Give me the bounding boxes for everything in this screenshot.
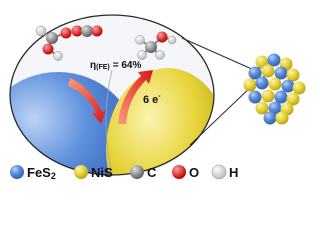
nis-particle — [261, 89, 275, 103]
interface-line — [105, 69, 113, 175]
zoom-circle — [9, 14, 215, 176]
hydrogen-atom — [167, 35, 177, 45]
nis-particle — [255, 101, 269, 115]
fes2-particle — [274, 66, 288, 80]
oxygen-atom — [156, 31, 168, 43]
co2-molecule — [71, 25, 103, 37]
oxygen-legend-swatch — [172, 165, 186, 179]
legend-item-fes2: FeS2 — [10, 165, 56, 181]
fes2-particle — [263, 111, 277, 125]
legend: FeS2 NiS C O H — [10, 164, 238, 181]
nis-particle — [268, 77, 282, 91]
nis-particle — [286, 92, 300, 106]
efficiency-label: η(FE)= 64% — [90, 60, 141, 71]
carbon-atom — [46, 32, 58, 44]
nanoparticle-cluster — [243, 53, 306, 125]
fes2-particle — [274, 90, 288, 104]
legend-item-nis: NiS — [74, 165, 113, 180]
formic-acid-molecule — [35, 25, 72, 61]
hydrogen-atom — [35, 25, 47, 37]
hydrogen-legend-label: H — [229, 165, 238, 180]
zoom-line-bottom — [189, 83, 255, 146]
nis-particle — [243, 78, 257, 92]
nis-particle — [292, 81, 306, 95]
nis-legend-label: NiS — [91, 165, 113, 180]
nis-particle — [261, 64, 275, 78]
oxygen-atom — [71, 25, 83, 37]
zoom-line-top — [181, 37, 255, 71]
fes2-legend-swatch — [10, 165, 24, 179]
carbon-legend-swatch — [130, 165, 144, 179]
reaction-arrow-left — [68, 78, 106, 124]
electron-label: 6 e- — [143, 93, 161, 106]
nis-particle — [286, 68, 300, 82]
legend-item-carbon: C — [130, 165, 157, 180]
oxygen-atom — [91, 25, 103, 37]
nis-legend-swatch — [74, 165, 88, 179]
nis-particle — [275, 111, 289, 125]
reaction-arrow-right — [118, 70, 153, 124]
nis-hemisphere — [106, 68, 214, 175]
fes2-particle — [267, 53, 281, 67]
carbon-atom — [145, 41, 157, 53]
fes2-legend-label: FeS2 — [27, 165, 56, 181]
hydrogen-atom — [137, 50, 147, 60]
legend-item-oxygen: O — [172, 165, 199, 180]
fes2-particle — [268, 101, 282, 115]
carbon-legend-label: C — [147, 165, 157, 180]
hydrogen-atom — [155, 50, 165, 60]
fes2-particle — [281, 79, 295, 93]
fes2-particle — [255, 76, 269, 90]
methanol-molecule — [135, 31, 177, 60]
mechanism-diagram: η(FE)= 64% 6 e- FeS2 NiS C O H — [9, 14, 306, 181]
hydrogen-atom — [135, 35, 145, 45]
legend-item-hydrogen: H — [211, 164, 238, 180]
oxygen-atom — [42, 43, 54, 55]
hydrogen-atom — [53, 51, 63, 61]
carbon-atom — [81, 25, 93, 37]
fes2-particle — [248, 66, 262, 80]
oxygen-atom — [60, 27, 72, 39]
hydrogen-legend-swatch — [211, 164, 227, 180]
fes2-particle — [248, 90, 262, 104]
oxygen-legend-label: O — [189, 165, 199, 180]
